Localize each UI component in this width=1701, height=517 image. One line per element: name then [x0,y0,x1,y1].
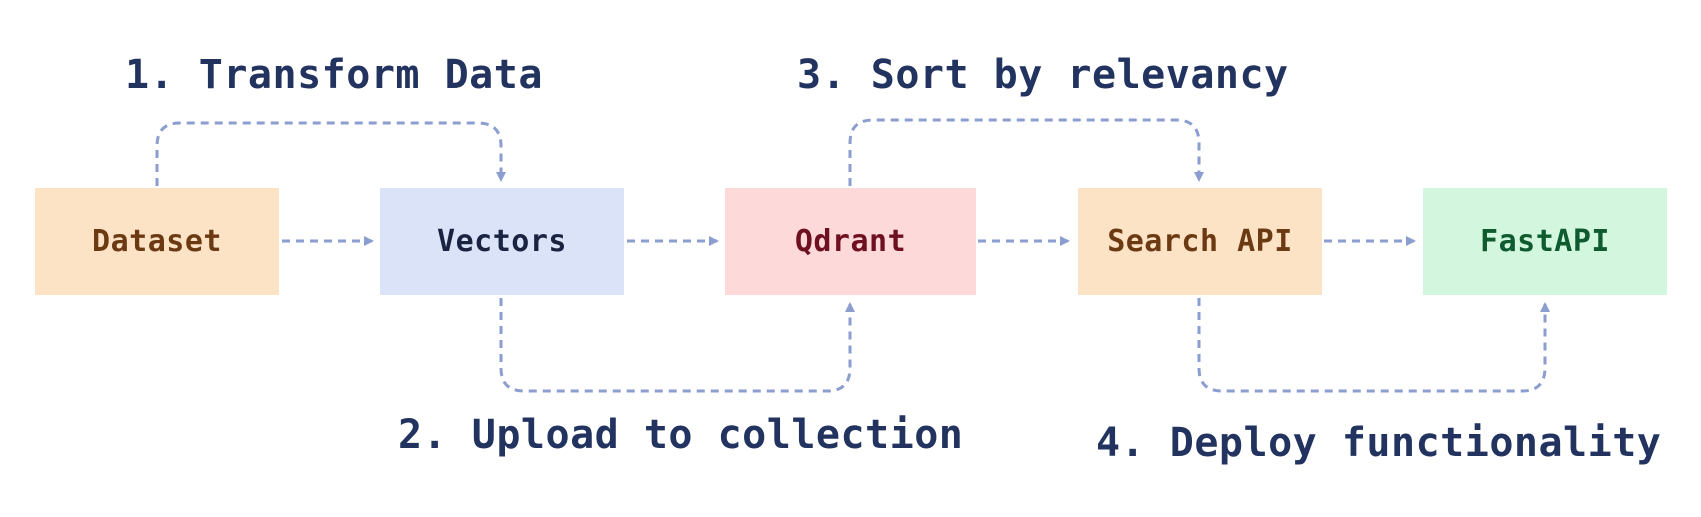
node-search-api: Search API [1078,188,1322,295]
node-vectors: Vectors [380,188,624,295]
node-vectors-label: Vectors [437,224,567,259]
loop-arrow-step-2 [499,298,855,393]
loop-arrow-step-1 [155,121,506,186]
loop-arrow-step-4 [1197,298,1550,393]
node-fastapi-label: FastAPI [1480,224,1610,259]
node-search-api-label: Search API [1107,224,1293,259]
step-label-3: 3. Sort by relevancy [797,52,1289,98]
node-qdrant-label: Qdrant [794,224,907,259]
node-dataset-label: Dataset [92,224,222,259]
node-qdrant: Qdrant [725,188,976,295]
step-label-1: 1. Transform Data [125,52,543,98]
loop-arrow-step-3 [848,118,1204,186]
node-dataset: Dataset [35,188,279,295]
node-fastapi: FastAPI [1423,188,1667,295]
step-label-2: 2. Upload to collection [398,412,964,458]
step-label-4: 4. Deploy functionality [1096,420,1662,466]
